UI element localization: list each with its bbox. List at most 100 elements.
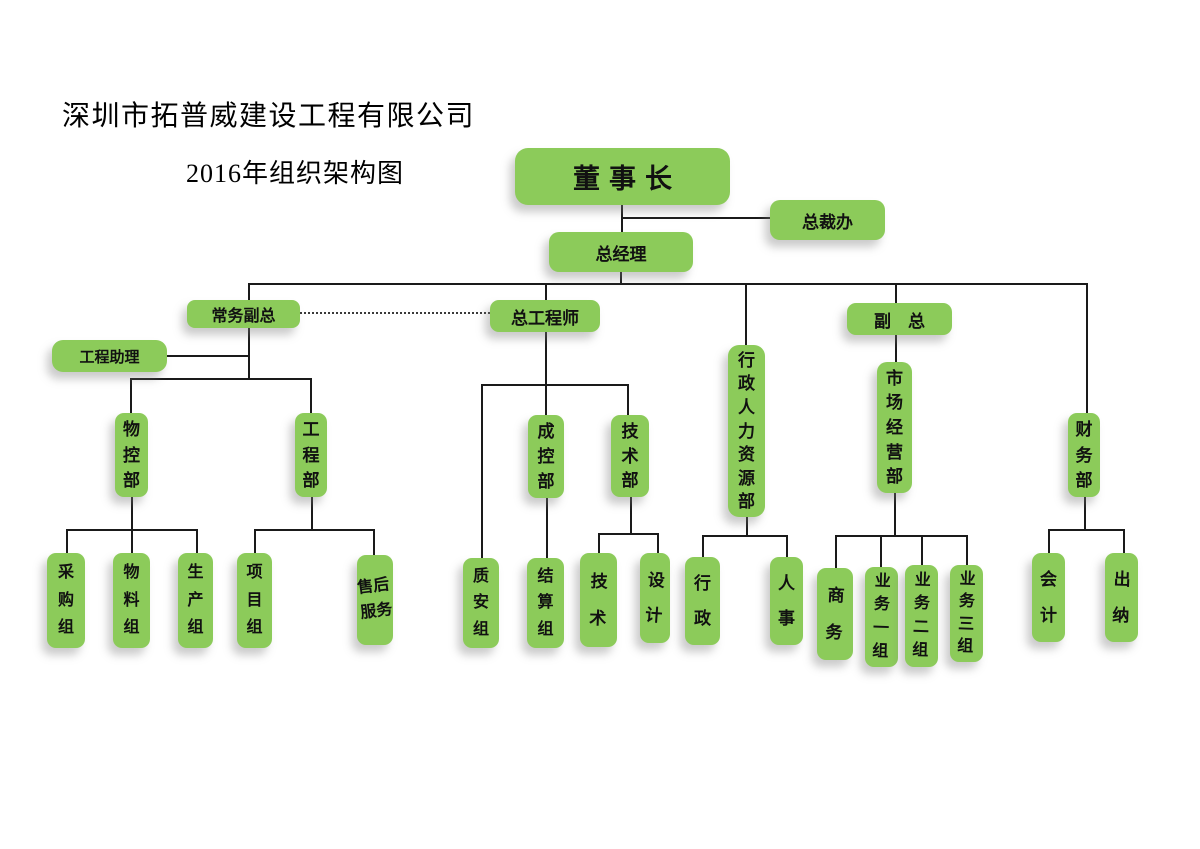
- node-business-group-1-label: 业务一组: [871, 572, 892, 661]
- node-engineering-dept-label: 工程部: [302, 420, 320, 490]
- connector-line: [248, 283, 1086, 285]
- node-project-group: 项目组: [237, 553, 272, 648]
- node-design-group: 设计: [640, 553, 670, 643]
- node-chairman-label: 董事长: [573, 164, 681, 194]
- node-president-office: 总裁办: [770, 200, 885, 240]
- node-business-group-2-label: 业务二组: [911, 571, 932, 660]
- connector-line: [598, 533, 657, 535]
- connector-line: [620, 272, 622, 283]
- node-after-sales-service: 售后服务: [356, 555, 394, 645]
- node-president-office-label: 总裁办: [802, 212, 853, 232]
- node-cost-control-dept-label: 成控部: [537, 422, 555, 491]
- node-admin-hr-dept-label: 行政人力资源部: [738, 350, 755, 512]
- node-quality-safety-group-label: 质安组: [472, 567, 489, 638]
- connector-line: [311, 497, 313, 529]
- node-business-group: 商务: [817, 568, 853, 660]
- connector-line: [254, 529, 256, 553]
- connector-line: [545, 283, 547, 300]
- node-technology-group: 技术: [580, 553, 617, 647]
- connector-line: [481, 384, 483, 558]
- chart-title: 2016年组织架构图: [186, 159, 405, 188]
- node-hr-group-label: 人事: [778, 574, 795, 628]
- node-chairman: 董事长: [515, 148, 730, 205]
- node-cashier-group: 出纳: [1105, 553, 1138, 642]
- node-finance-dept: 财务部: [1068, 413, 1100, 497]
- connector-line: [921, 535, 923, 565]
- node-technology-dept: 技术部: [611, 415, 649, 497]
- node-materials-group-label: 物料组: [123, 563, 140, 637]
- connector-line: [130, 378, 310, 380]
- node-business-group-label: 商务: [825, 585, 845, 643]
- connector-line: [746, 517, 748, 535]
- node-accounting-group: 会计: [1032, 553, 1065, 642]
- node-admin-group-label: 行政: [694, 574, 711, 628]
- connector-line: [1048, 529, 1123, 531]
- node-finance-dept-label: 财务部: [1075, 420, 1093, 490]
- node-executive-deputy-gm: 常务副总: [187, 300, 300, 328]
- node-design-group-label: 设计: [644, 570, 666, 626]
- node-material-control-dept-label: 物控部: [123, 420, 140, 490]
- node-general-manager: 总经理: [549, 232, 693, 272]
- node-production-group: 生产组: [178, 553, 213, 648]
- node-deputy-gm: 副 总: [847, 303, 952, 335]
- connector-line: [835, 535, 966, 537]
- node-material-control-dept: 物控部: [115, 413, 148, 497]
- node-cashier-group-label: 出纳: [1112, 570, 1131, 625]
- node-engineering-assistant: 工程助理: [52, 340, 167, 372]
- node-procurement-group-label: 采购组: [57, 563, 74, 637]
- connector-line: [167, 355, 248, 357]
- connector-line: [131, 497, 133, 529]
- connector-line: [745, 283, 747, 345]
- connector-line: [880, 535, 882, 567]
- connector-line: [196, 529, 198, 553]
- node-executive-deputy-gm-label: 常务副总: [211, 308, 276, 325]
- node-business-group-3-label: 业务三组: [957, 570, 976, 656]
- node-business-group-1: 业务一组: [865, 567, 898, 667]
- connector-line: [657, 533, 659, 553]
- connector-line: [1084, 497, 1086, 529]
- dotted-connector-line: [300, 312, 490, 314]
- node-settlement-group: 结算组: [527, 558, 564, 648]
- node-engineering-assistant-label: 工程助理: [79, 348, 140, 366]
- connector-line: [131, 529, 133, 553]
- connector-line: [702, 535, 786, 537]
- node-admin-group: 行政: [685, 557, 720, 645]
- connector-line: [894, 493, 896, 535]
- connector-line: [895, 335, 897, 362]
- connector-line: [895, 283, 897, 303]
- node-engineering-dept: 工程部: [295, 413, 327, 497]
- node-general-manager-label: 总经理: [595, 244, 647, 264]
- node-business-group-3: 业务三组: [950, 565, 983, 662]
- connector-line: [546, 498, 548, 558]
- node-cost-control-dept: 成控部: [528, 415, 564, 498]
- connector-line: [786, 535, 788, 557]
- node-chief-engineer-label: 总工程师: [511, 308, 579, 328]
- node-project-group-label: 项目组: [246, 563, 263, 637]
- connector-line: [545, 332, 547, 384]
- connector-line: [66, 529, 68, 553]
- connector-line: [373, 529, 375, 555]
- connector-line: [254, 529, 373, 531]
- connector-line: [1048, 529, 1050, 553]
- connector-line: [481, 384, 627, 386]
- connector-line: [621, 217, 770, 219]
- connector-line: [835, 535, 837, 568]
- node-business-group-2: 业务二组: [905, 565, 938, 667]
- node-market-operations-dept-label: 市场经营部: [886, 368, 903, 487]
- connector-line: [248, 327, 250, 378]
- connector-line: [630, 497, 632, 533]
- connector-line: [248, 283, 250, 300]
- node-materials-group: 物料组: [113, 553, 150, 648]
- node-admin-hr-dept: 行政人力资源部: [728, 345, 765, 517]
- node-hr-group: 人事: [770, 557, 803, 645]
- node-after-sales-service-label: 售后服务: [356, 576, 394, 622]
- node-deputy-gm-label: 副 总: [874, 311, 925, 331]
- connector-line: [966, 535, 968, 565]
- node-market-operations-dept: 市场经营部: [877, 362, 912, 493]
- connector-line: [1086, 283, 1088, 413]
- connector-line: [310, 378, 312, 413]
- connector-line: [545, 384, 547, 415]
- company-title: 深圳市拓普威建设工程有限公司: [62, 101, 476, 132]
- node-technology-dept-label: 技术部: [621, 421, 639, 491]
